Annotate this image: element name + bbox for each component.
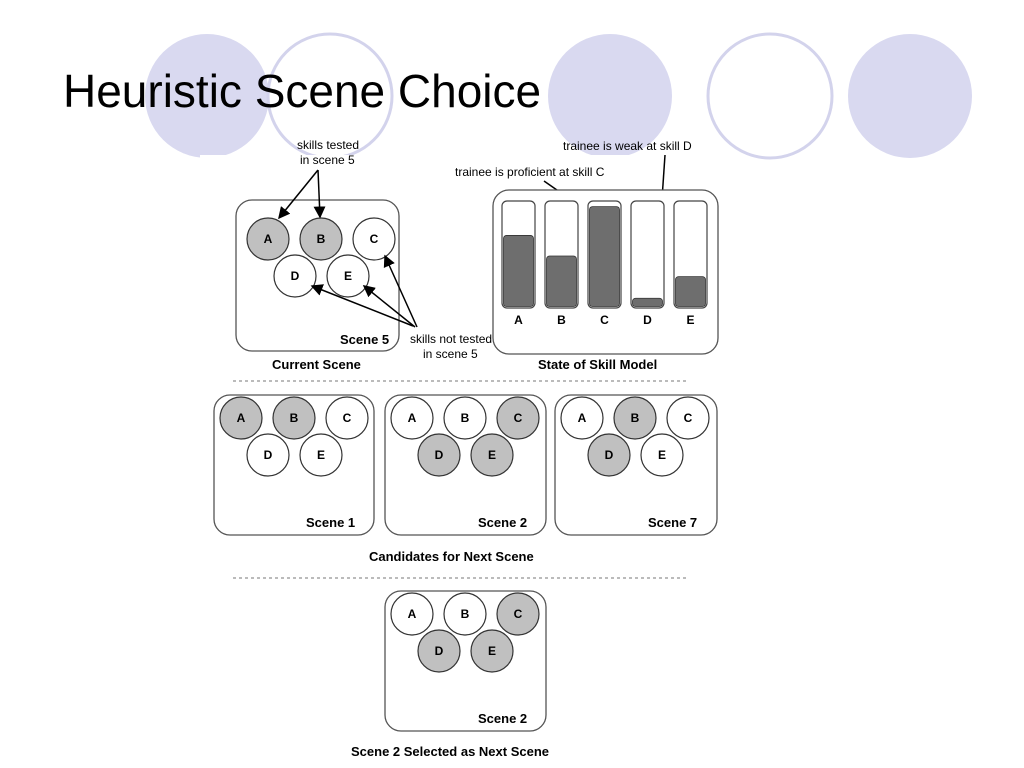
skill-bar-d-label: D	[643, 313, 652, 327]
candidate-scene-label-2: Scene 2	[478, 515, 527, 530]
candidate-2-skill-d-label: D	[435, 448, 444, 462]
candidate-3-skill-b-circle	[613, 396, 657, 440]
tested-annotation-line1: skills tested	[297, 138, 359, 152]
candidate-scene-label-3: Scene 7	[648, 515, 697, 530]
weak-annotation: trainee is weak at skill D	[563, 139, 692, 153]
skill-bar-c-label: C	[600, 313, 609, 327]
tested-annotation-line2: in scene 5	[300, 153, 355, 167]
candidate-2-skill-b-label: B	[461, 411, 470, 425]
selected-skill-d-label: D	[435, 644, 444, 658]
candidate-3-skill-d-label: D	[605, 448, 614, 462]
not-tested-arrow-c	[383, 254, 418, 328]
candidate-2-skill-e-circle	[470, 433, 514, 477]
decor-circle-4	[706, 32, 834, 160]
candidate-3-skill-a-label: A	[578, 411, 587, 425]
candidate-1-skill-b-circle	[272, 396, 316, 440]
current-scene-label: Scene 5	[340, 332, 389, 347]
current-skill-e-circle	[326, 254, 370, 298]
selected-scene-label: Scene 2	[478, 711, 527, 726]
candidates-caption: Candidates for Next Scene	[369, 549, 534, 564]
decor-circle-1	[145, 34, 269, 158]
current-scene-caption: Current Scene	[272, 357, 361, 372]
tested-arrow-b	[313, 169, 326, 219]
selected-caption: Scene 2 Selected as Next Scene	[351, 744, 549, 759]
not-tested-annotation-line2: in scene 5	[423, 347, 478, 361]
candidate-3-skill-c-circle	[666, 396, 710, 440]
candidate-2-skill-b-circle	[443, 396, 487, 440]
skill-bar-a-label: A	[514, 313, 523, 327]
candidate-1-skill-d-label: D	[264, 448, 273, 462]
selected-skill-c-circle	[496, 592, 540, 636]
candidate-1-skill-d-circle	[246, 433, 290, 477]
decor-circle-5	[848, 34, 972, 158]
selected-skill-a-circle	[390, 592, 434, 636]
not-tested-annotation-line1: skills not tested	[410, 332, 492, 346]
slide-title: Heuristic Scene Choice	[63, 65, 542, 117]
skill-bar-d-track	[630, 200, 665, 309]
candidate-3-skill-d-circle	[587, 433, 631, 477]
selected-skill-d-circle	[417, 629, 461, 673]
candidate-1-skill-e-circle	[299, 433, 343, 477]
skill-bar-e-fill	[675, 276, 706, 307]
candidate-scene-label-1: Scene 1	[306, 515, 355, 530]
candidate-1-skill-a-label: A	[237, 411, 246, 425]
current-skill-c-label: C	[370, 232, 379, 246]
selected-skill-e-circle	[470, 629, 514, 673]
current-skill-a-circle	[246, 217, 290, 261]
selected-skill-b-label: B	[461, 607, 470, 621]
tested-arrow-a	[278, 169, 319, 220]
current-skill-d-label: D	[291, 269, 300, 283]
skill-bar-a-fill	[503, 235, 534, 307]
candidate-2-skill-a-circle	[390, 396, 434, 440]
selected-skill-a-label: A	[408, 607, 417, 621]
skill-bar-e-label: E	[686, 313, 694, 327]
selected-skill-c-label: C	[514, 607, 523, 621]
candidate-1-skill-e-label: E	[317, 448, 325, 462]
skill-bar-b-fill	[546, 255, 577, 307]
current-skill-b-label: B	[317, 232, 326, 246]
current-skill-d-circle	[273, 254, 317, 298]
skill-bar-c-fill	[589, 206, 620, 307]
selected-skill-e-label: E	[488, 644, 496, 658]
candidate-1-skill-c-circle	[325, 396, 369, 440]
candidate-3-skill-b-label: B	[631, 411, 640, 425]
candidate-3-skill-a-circle	[560, 396, 604, 440]
candidate-1-skill-a-circle	[219, 396, 263, 440]
current-skill-a-label: A	[264, 232, 273, 246]
selected-skill-b-circle	[443, 592, 487, 636]
not-tested-arrow-d	[310, 284, 414, 327]
decor-circle-2	[266, 32, 394, 160]
current-skill-e-label: E	[344, 269, 352, 283]
decor-circle-3	[548, 34, 672, 158]
skill-bar-b-label: B	[557, 313, 566, 327]
current-skill-c-circle	[352, 217, 396, 261]
not-tested-arrow-e	[362, 285, 416, 328]
proficient-annotation: trainee is proficient at skill C	[455, 165, 605, 179]
candidate-2-skill-e-label: E	[488, 448, 496, 462]
skill-model-caption: State of Skill Model	[538, 357, 657, 372]
candidate-3-skill-e-label: E	[658, 448, 666, 462]
candidate-2-skill-d-circle	[417, 433, 461, 477]
candidate-2-skill-a-label: A	[408, 411, 417, 425]
candidate-3-skill-c-label: C	[684, 411, 693, 425]
candidate-2-skill-c-label: C	[514, 411, 523, 425]
candidate-2-skill-c-circle	[496, 396, 540, 440]
skill-bar-d-fill	[632, 297, 663, 307]
candidate-1-skill-b-label: B	[290, 411, 299, 425]
candidate-3-skill-e-circle	[640, 433, 684, 477]
candidate-1-skill-c-label: C	[343, 411, 352, 425]
